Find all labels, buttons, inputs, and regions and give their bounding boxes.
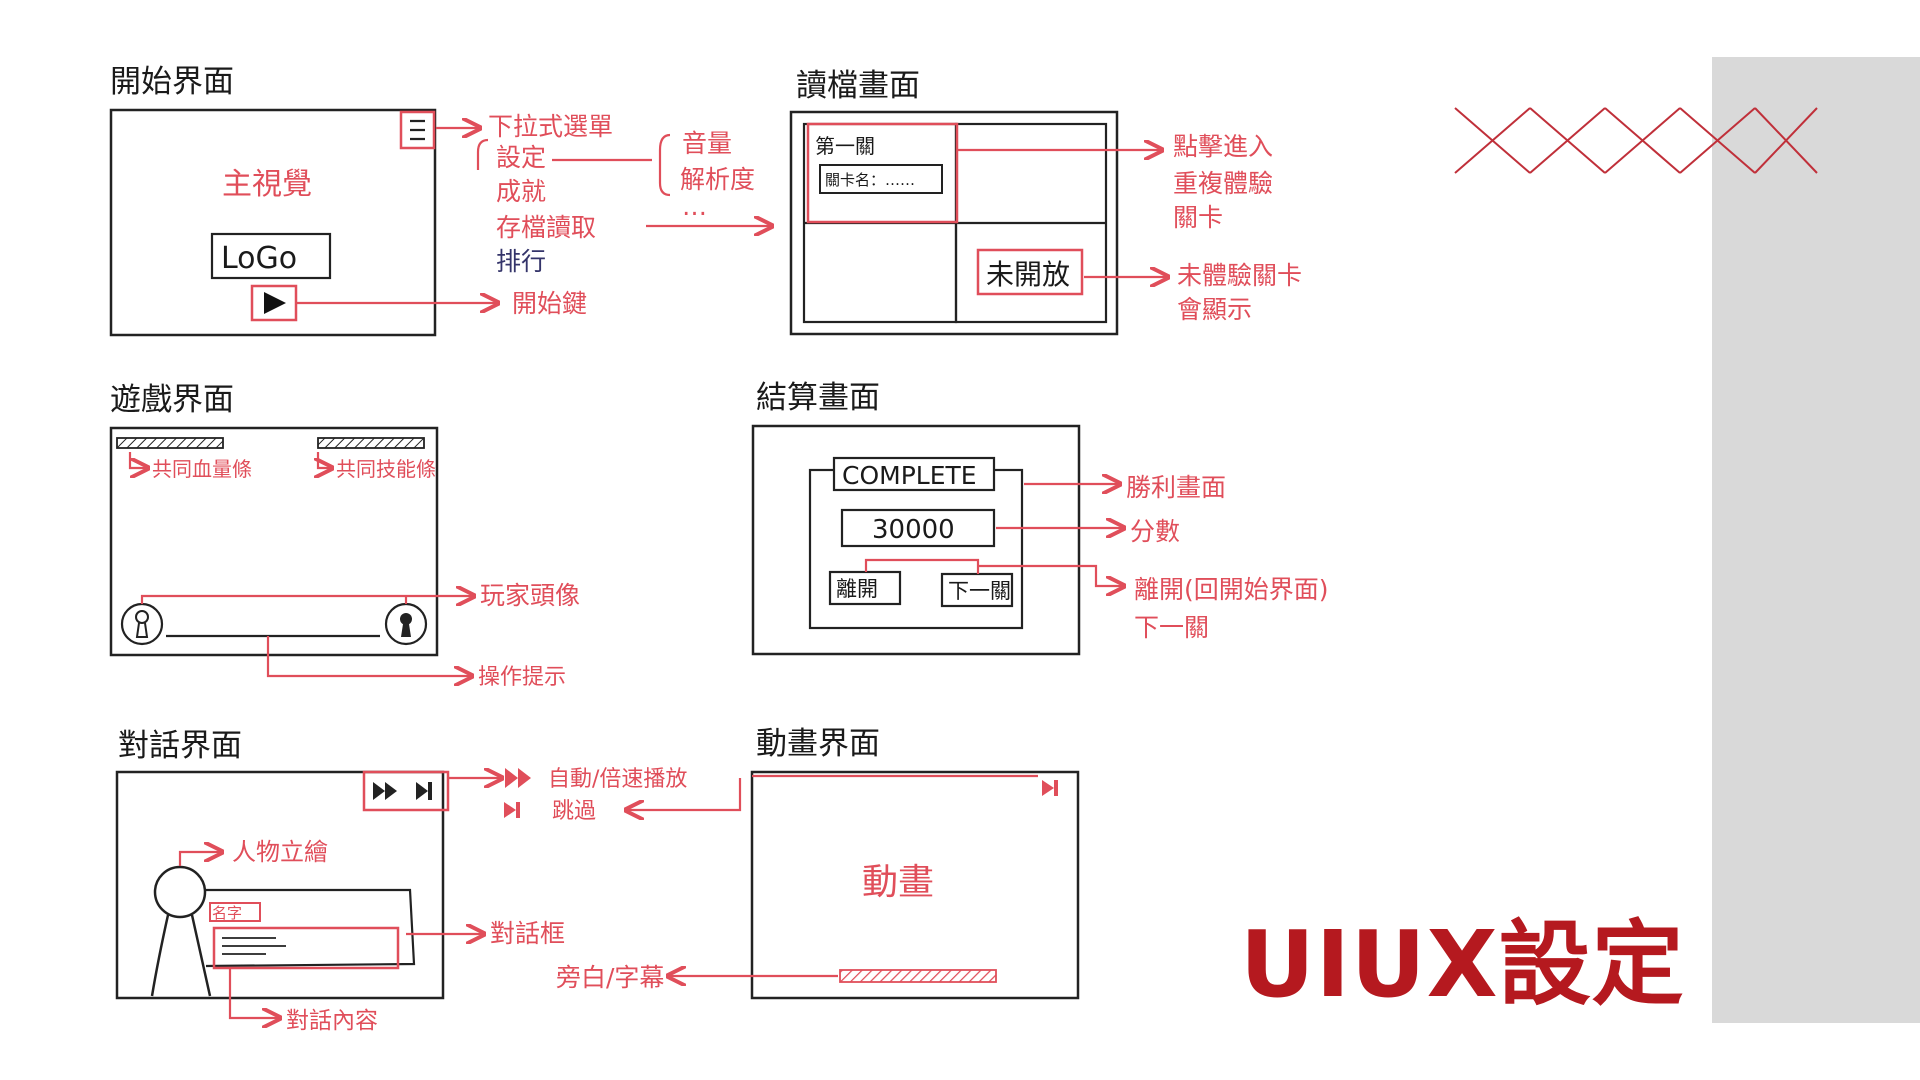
skip-legend-icon (504, 802, 520, 818)
leave-button-text: 離開 (836, 577, 878, 601)
player-avatar-label: 玩家頭像 (480, 581, 580, 610)
start-screen-frame (109, 108, 437, 337)
complete-banner: COMPLETE (832, 456, 996, 492)
shared-hp-bar (116, 437, 224, 449)
settings-label: 設定 (496, 143, 546, 172)
player-avatar-left (120, 602, 164, 646)
result-screen-frame (751, 424, 1081, 656)
save-slot-1[interactable]: 第一關 關卡名：…… (806, 122, 959, 224)
animation-screen-title: 動畫界面 (756, 726, 880, 762)
fast-forward-legend-icon (505, 768, 531, 788)
ranking-label: 排行 (496, 247, 546, 276)
settings-more-label: … (682, 192, 707, 221)
subtitle-label: 旁白/字幕 (556, 963, 664, 992)
player-avatar-right (384, 602, 428, 646)
start-screen-title: 開始界面 (110, 64, 234, 100)
load-screen-section: 讀檔畫面 第一關 關卡名：…… 未開放 點擊進入 重複體驗 關卡 未體驗關卡 會… (789, 68, 1302, 336)
page-title: UIUX設定 (1240, 911, 1685, 1018)
volume-label: 音量 (682, 129, 732, 158)
playback-controls[interactable] (362, 770, 450, 812)
auto-speed-label: 自動/倍速播放 (548, 767, 687, 792)
save-slot-bar: 關卡名：…… (825, 171, 915, 189)
save-slot-level: 第一關 (815, 134, 875, 158)
locked-slot-tag: 未開放 (976, 248, 1084, 296)
play-icon[interactable] (250, 284, 298, 322)
next-button-text: 下一關 (948, 579, 1011, 603)
character-portrait (150, 865, 212, 997)
score-value: 30000 (872, 515, 955, 545)
replay-label-2: 重複體驗 (1173, 169, 1273, 198)
locked-tag-text: 未開放 (986, 258, 1070, 291)
result-screen-title: 結算畫面 (756, 380, 880, 416)
load-screen-frame (789, 110, 1119, 336)
hamburger-menu-icon[interactable] (399, 110, 436, 150)
animation-screen-section: 動畫界面 動畫 旁白/字幕 (556, 726, 1080, 1000)
shared-skill-bar (317, 437, 425, 449)
leave-button[interactable]: 離開 (828, 570, 902, 606)
score-box: 30000 (840, 508, 996, 548)
dialog-box-label: 對話框 (490, 919, 565, 948)
dialogue-screen-title: 對話界面 (118, 728, 242, 764)
key-visual-label: 主視覺 (222, 167, 312, 202)
shared-hp-label: 共同血量條 (152, 457, 252, 481)
x-marks-decoration (1454, 107, 1818, 174)
game-screen-section: 遊戲界面 共同血量條 共同技能條 玩家頭像 操作提示 (109, 382, 580, 690)
dialog-box[interactable]: 名字 (205, 888, 416, 970)
replay-label-1: 點擊進入 (1173, 132, 1273, 161)
name-tag: 名字 (212, 904, 242, 922)
leave-label: 離開(回開始界面) (1134, 575, 1329, 604)
skip-label: 跳過 (552, 799, 596, 824)
score-label: 分數 (1130, 517, 1180, 546)
animation-content-text: 動畫 (862, 862, 934, 903)
portrait-label: 人物立繪 (232, 838, 328, 866)
start-screen-section: 開始界面 主視覺 LoGo 下拉式選單 設定 成就 存檔讀取 排行 開始鍵 音量… (109, 64, 772, 337)
achievements-label: 成就 (496, 177, 546, 206)
resolution-label: 解析度 (680, 165, 755, 194)
gray-sidebar-panel (1712, 57, 1920, 1023)
subtitle-bar (839, 969, 997, 983)
result-screen-section: 結算畫面 COMPLETE 30000 離開 下一關 勝利畫面 分數 離開(回開… (751, 380, 1329, 656)
load-screen-title: 讀檔畫面 (796, 68, 920, 104)
fast-forward-icon[interactable] (373, 782, 397, 800)
complete-text: COMPLETE (842, 461, 977, 490)
game-screen-title: 遊戲界面 (110, 382, 234, 418)
dialog-content-label: 對話內容 (286, 1008, 378, 1034)
skip-icon[interactable] (416, 782, 432, 800)
next-label: 下一關 (1134, 613, 1209, 642)
next-level-button[interactable]: 下一關 (940, 572, 1014, 608)
logo-box: LoGo (210, 232, 332, 280)
replay-label-3: 關卡 (1173, 203, 1223, 232)
game-screen-frame (109, 426, 439, 657)
dropdown-menu-label: 下拉式選單 (488, 112, 613, 141)
logo-text: LoGo (221, 241, 297, 276)
locked-label-2: 會顯示 (1177, 295, 1252, 324)
victory-label: 勝利畫面 (1126, 473, 1226, 502)
start-button-label: 開始鍵 (512, 289, 587, 318)
dialogue-screen-section: 對話界面 名字 (115, 728, 742, 1034)
animation-skip-icon[interactable] (1042, 780, 1058, 796)
shared-skill-label: 共同技能條 (336, 457, 436, 481)
locked-label-1: 未體驗關卡 (1177, 261, 1302, 290)
save-load-label: 存檔讀取 (496, 213, 596, 242)
dialogue-screen-frame (115, 770, 445, 1000)
controls-hint-label: 操作提示 (478, 665, 566, 690)
animation-screen-frame (750, 770, 1080, 1000)
